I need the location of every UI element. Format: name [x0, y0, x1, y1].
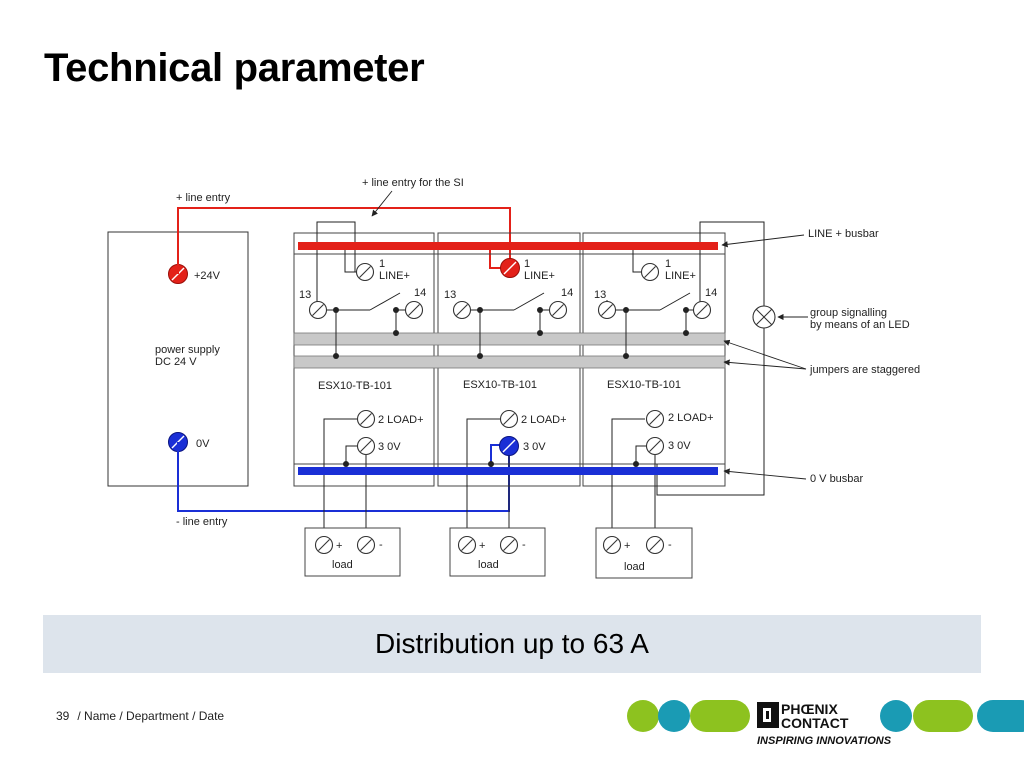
terminal-1-red-icon — [499, 257, 521, 279]
caption-band: Distribution up to 63 A — [43, 615, 981, 673]
caption-text: Distribution up to 63 A — [375, 628, 649, 659]
module-3-t13: 13 — [594, 289, 606, 301]
module-2-t13: 13 — [444, 289, 456, 301]
module-2-t2: 2 LOAD+ — [521, 414, 567, 426]
brand-pill-green-2 — [913, 700, 973, 732]
load-1-plus: + — [336, 540, 342, 552]
plus-24v-label: +24V — [194, 270, 221, 282]
load-1-label: load — [332, 559, 353, 571]
module-2-name: ESX10-TB-101 — [463, 379, 537, 391]
terminal-13-icon — [308, 300, 328, 320]
group-signalling-label-1: group signalling — [810, 307, 887, 319]
module-1-t1-label: LINE+ — [379, 270, 410, 282]
load-2-plus: + — [479, 540, 485, 552]
page-number: 39 — [56, 709, 70, 723]
minus-line-entry-label: - line entry — [176, 516, 228, 528]
zero-v-busbar — [298, 467, 718, 475]
terminal-2-icon — [499, 409, 519, 429]
terminal-1-icon — [640, 262, 660, 282]
load-3-label: load — [624, 561, 645, 573]
terminal-14-icon — [692, 300, 712, 320]
module-internal-wiring — [316, 221, 765, 535]
terminal-13-icon — [597, 300, 617, 320]
terminal-13-icon — [452, 300, 472, 320]
led-lamp-icon — [752, 305, 776, 329]
module-3-name: ESX10-TB-101 — [607, 379, 681, 391]
load-3-minus: - — [668, 539, 672, 551]
load-2-label: load — [478, 559, 499, 571]
zero-v-label: 0V — [196, 438, 210, 450]
module-2-t14: 14 — [561, 287, 573, 299]
module-2-t1-num: 1 — [524, 258, 530, 270]
line-busbar-label: LINE + busbar — [808, 228, 879, 240]
brand-pill-teal — [977, 700, 1024, 732]
footer-info: / Name / Department / Date — [77, 709, 225, 723]
jumper-bar-upper — [293, 332, 726, 346]
jumpers-label: jumpers are staggered — [809, 364, 920, 376]
terminal-3-blue-icon — [498, 435, 520, 457]
module-3-t14: 14 — [705, 287, 717, 299]
module-1-t13: 13 — [299, 289, 311, 301]
module-3-t1-num: 1 — [665, 258, 671, 270]
slide-title: Technical parameter — [44, 46, 425, 90]
zero-busbar-label: 0 V busbar — [810, 473, 864, 485]
phoenix-contact-logo-icon: PHŒNIX CONTACT — [757, 701, 849, 731]
load-2-minus: - — [522, 539, 526, 551]
module-1-t1-num: 1 — [379, 258, 385, 270]
jumper-bar-lower — [293, 355, 726, 369]
terminal-14-icon — [404, 300, 424, 320]
module-1-name: ESX10-TB-101 — [318, 380, 392, 392]
module-3-t1-label: LINE+ — [665, 270, 696, 282]
plus-line-entry-label: + line entry — [176, 192, 231, 204]
brand-dot-green-1 — [627, 700, 659, 732]
power-supply-label-1: power supply — [155, 344, 220, 356]
power-supply-label-2: DC 24 V — [155, 356, 197, 368]
brand-dot-teal-1 — [658, 700, 690, 732]
load-3-plus: + — [624, 540, 630, 552]
footer: 39 / Name / Department / Date — [56, 709, 232, 723]
module-1-t14: 14 — [414, 287, 426, 299]
phoenix-contact-brand: PHŒNIX CONTACT INSPIRING INNOVATIONS — [627, 700, 1024, 747]
terminal-3-icon — [645, 436, 665, 456]
group-signalling-label-2: by means of an LED — [810, 319, 910, 331]
load-1-minus: - — [379, 539, 383, 551]
module-2-t3: 3 0V — [523, 441, 546, 453]
wiring-diagram: power supply DC 24 V +24V 0V — [107, 177, 920, 579]
si-line-entry-label: + line entry for the SI — [362, 177, 464, 189]
module-3-t2: 2 LOAD+ — [668, 412, 714, 424]
annotation-leaders — [371, 190, 808, 480]
svg-text:PHŒNIX: PHŒNIX — [781, 701, 838, 717]
terminal-2-icon — [356, 409, 376, 429]
brand-tagline: INSPIRING INNOVATIONS — [757, 735, 892, 747]
terminal-2-icon — [645, 409, 665, 429]
line-plus-busbar — [298, 242, 718, 250]
load-boxes — [304, 527, 693, 579]
module-2-t1-label: LINE+ — [524, 270, 555, 282]
brand-dot-teal-2 — [880, 700, 912, 732]
brand-pill-green — [690, 700, 750, 732]
terminal-14-icon — [548, 300, 568, 320]
module-1-t2: 2 LOAD+ — [378, 414, 424, 426]
svg-text:CONTACT: CONTACT — [781, 715, 849, 731]
module-1-t3: 3 0V — [378, 441, 401, 453]
terminal-1-icon — [355, 262, 375, 282]
plus-line-entry-wire — [177, 207, 511, 274]
terminal-3-icon — [356, 436, 376, 456]
module-3-t3: 3 0V — [668, 440, 691, 452]
